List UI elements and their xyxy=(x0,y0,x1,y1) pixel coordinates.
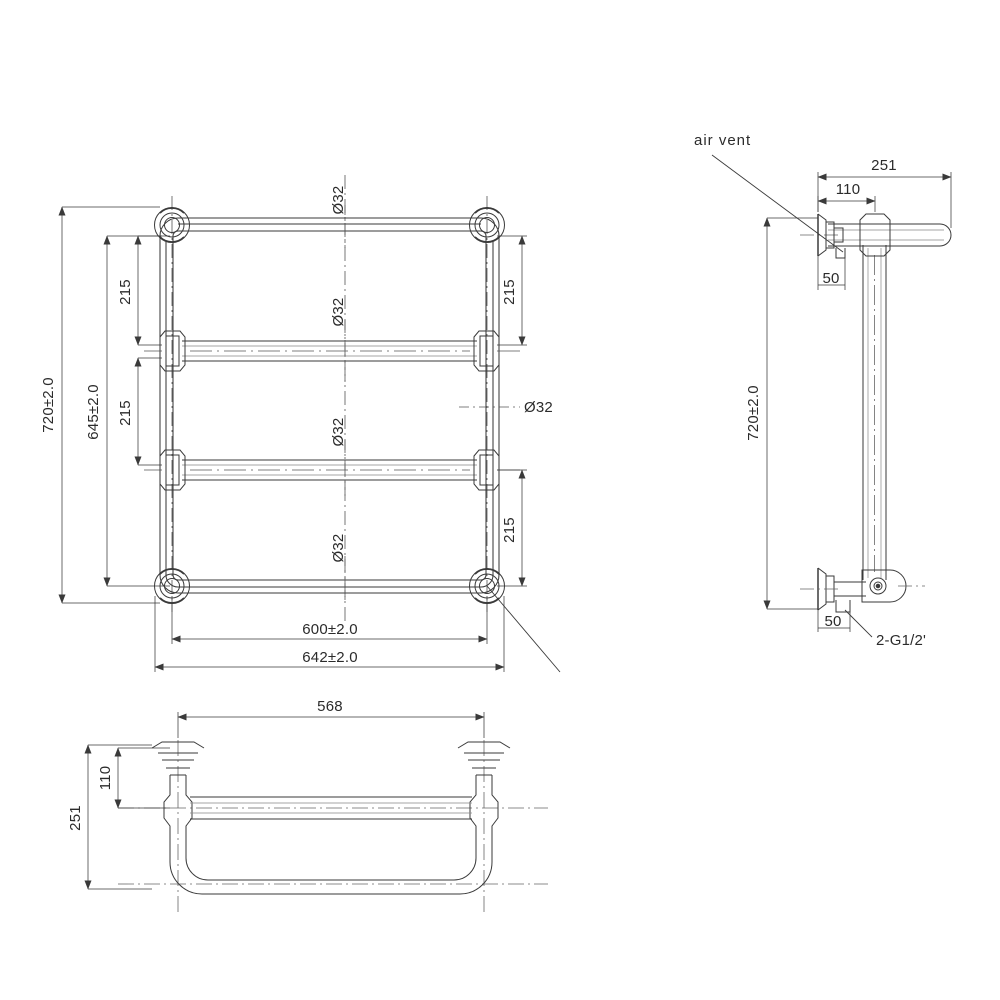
side-valve-body xyxy=(861,569,925,603)
dimension-text-side-bracket-bottom: 50 xyxy=(824,613,841,630)
dimension-text-side-bracket-top: 50 xyxy=(822,270,839,287)
plan-view xyxy=(118,740,548,915)
dimension-plan-bracket-depth: 110 xyxy=(97,747,170,809)
dimension-spacing-top-left: 215 xyxy=(117,235,162,346)
diameter-label-third-rail: Ø32 xyxy=(330,418,347,500)
plan-flange-left xyxy=(151,741,205,776)
diameter-label-second-rail: Ø32 xyxy=(330,298,347,382)
dimension-side-bracket-offset: 110 xyxy=(817,181,876,212)
plan-bottom-loop xyxy=(169,836,493,895)
dimension-inner-width: 600±2.0 xyxy=(171,596,488,644)
diameter-label-top-rail: Ø32 xyxy=(330,186,347,248)
plan-leg-right xyxy=(469,775,499,836)
dimension-overall-width: 642±2.0 xyxy=(154,596,505,672)
diameter-label-bottom-rail: Ø32 xyxy=(330,534,347,600)
dimension-text-plan-bracket-depth: 110 xyxy=(97,766,114,791)
dimension-text-overall-width: 642±2.0 xyxy=(302,649,358,666)
dimension-text-inner-height: 645±2.0 xyxy=(85,384,102,440)
dimension-side-bracket-top: 50 xyxy=(817,256,846,290)
collar-joint-lower-right xyxy=(473,449,500,491)
side-bottom-wall-bracket xyxy=(800,567,866,611)
dimension-plan-width: 568 xyxy=(177,698,485,738)
diameter-text-third: Ø32 xyxy=(330,418,347,447)
dimension-side-height: 720±2.0 xyxy=(745,217,818,610)
dimension-text-side-height: 720±2.0 xyxy=(745,385,762,441)
diameter-label-vertical-post: Ø32 xyxy=(459,399,553,416)
dimension-text-plan-width: 568 xyxy=(317,698,343,715)
dimension-spacing-bottom-left: 215 xyxy=(117,357,162,466)
dimension-text-spacing-bottom-right: 215 xyxy=(501,517,518,543)
connection-thread-label: 2-G1/2' xyxy=(876,632,926,649)
diameter-text-bottom: Ø32 xyxy=(330,534,347,563)
diameter-text-top: Ø32 xyxy=(330,186,347,215)
dimension-text-spacing-bottom-left: 215 xyxy=(117,400,134,426)
side-top-collar xyxy=(859,213,891,257)
plan-leg-left xyxy=(163,775,193,836)
front-centrelines xyxy=(171,175,488,625)
leader-line-bottom-right-corner xyxy=(486,585,561,673)
corner-fitting-top-right xyxy=(469,207,505,243)
dimension-side-projection: 251 xyxy=(817,157,952,228)
collar-joint-upper-right xyxy=(473,330,500,372)
dimension-text-spacing-top-right: 215 xyxy=(501,279,518,305)
front-diameter-labels: Ø32 Ø32 Ø32 Ø32 Ø32 xyxy=(330,186,553,600)
side-top-wall-bracket xyxy=(817,213,844,257)
connection-leader-line xyxy=(844,609,873,638)
air-vent-label: air vent xyxy=(694,132,751,149)
plan-upper-rail xyxy=(190,796,472,820)
cross-rail-upper xyxy=(182,340,477,362)
plan-centrelines xyxy=(118,740,548,915)
dimension-spacing-top-right: 215 xyxy=(497,235,527,346)
dimension-overall-height: 720±2.0 xyxy=(40,206,160,604)
side-elevation-view xyxy=(800,213,952,613)
air-vent-leader-line xyxy=(711,154,844,253)
diameter-text-second: Ø32 xyxy=(330,298,347,327)
dimension-spacing-bottom-right: 215 xyxy=(497,469,527,587)
corner-fitting-top-left xyxy=(154,207,190,243)
dimension-text-side-bracket-offset: 110 xyxy=(836,181,861,198)
plan-flange-right xyxy=(457,741,511,776)
dimension-text-overall-height: 720±2.0 xyxy=(40,377,57,433)
collar-joint-upper-left xyxy=(159,330,186,372)
dimension-text-side-projection: 251 xyxy=(871,157,897,174)
diameter-text-post: Ø32 xyxy=(524,399,553,416)
dimension-text-inner-width: 600±2.0 xyxy=(302,621,358,638)
side-vertical-post xyxy=(862,245,887,580)
side-air-vent-nipple xyxy=(835,248,846,259)
side-g-half-port xyxy=(835,600,851,613)
dimension-text-spacing-top-left: 215 xyxy=(117,279,134,305)
cross-rail-lower xyxy=(182,459,477,481)
dimension-plan-depth: 251 xyxy=(67,744,152,890)
collar-joint-lower-left xyxy=(159,449,186,491)
annotation-connection-thread: 2-G1/2' xyxy=(844,609,926,649)
annotation-air-vent: air vent xyxy=(694,132,844,253)
dimension-text-plan-depth: 251 xyxy=(67,805,84,831)
